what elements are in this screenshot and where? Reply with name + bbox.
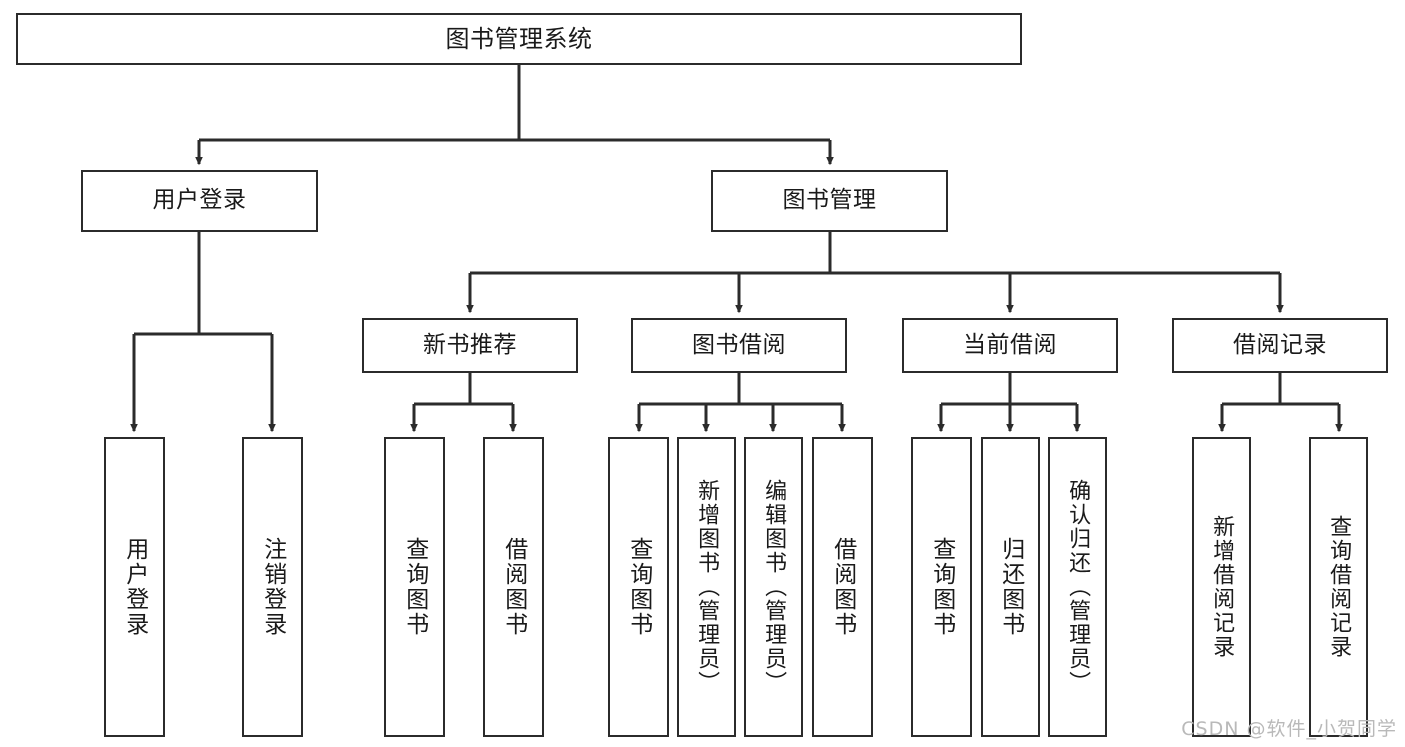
node-label: 新增图书（管理员）: [694, 479, 720, 695]
node-label: 图书借阅: [692, 331, 786, 358]
node-book-borrow[interactable]: 图书借阅: [631, 318, 847, 373]
node-label: 借阅图书: [500, 537, 527, 637]
leaf-query-book-1[interactable]: 查询图书: [384, 437, 445, 737]
leaf-confirm-return[interactable]: 确认归还（管理员）: [1048, 437, 1107, 737]
node-label: 归还图书: [997, 537, 1024, 637]
leaf-borrow-book-2[interactable]: 借阅图书: [812, 437, 873, 737]
leaf-logout[interactable]: 注销登录: [242, 437, 303, 737]
leaf-query-borrow-record[interactable]: 查询借阅记录: [1309, 437, 1368, 737]
node-label: 借阅图书: [829, 537, 856, 637]
node-book-management[interactable]: 图书管理: [711, 170, 948, 232]
node-new-book-recommend[interactable]: 新书推荐: [362, 318, 578, 373]
node-root-system[interactable]: 图书管理系统: [16, 13, 1022, 65]
node-label: 查询借阅记录: [1326, 515, 1352, 659]
node-label: 新增借阅记录: [1209, 515, 1235, 659]
csdn-watermark: CSDN @软件_小贺同学: [1181, 718, 1397, 740]
node-label: 用户登录: [152, 187, 247, 214]
node-label: 查询图书: [401, 537, 428, 637]
leaf-query-book-3[interactable]: 查询图书: [911, 437, 972, 737]
node-user-login[interactable]: 用户登录: [81, 170, 318, 232]
node-label: 新书推荐: [423, 331, 517, 358]
node-current-borrow[interactable]: 当前借阅: [902, 318, 1118, 373]
node-label: 查询图书: [625, 537, 652, 637]
node-label: 注销登录: [259, 537, 286, 637]
node-borrow-record[interactable]: 借阅记录: [1172, 318, 1388, 373]
node-label: 图书管理: [782, 187, 877, 214]
node-label: 图书管理系统: [445, 24, 593, 53]
leaf-add-borrow-record[interactable]: 新增借阅记录: [1192, 437, 1251, 737]
leaf-borrow-book-1[interactable]: 借阅图书: [483, 437, 544, 737]
node-label: 编辑图书（管理员）: [761, 479, 787, 695]
node-label: 用户登录: [121, 537, 148, 637]
node-label: 当前借阅: [963, 331, 1057, 358]
leaf-query-book-2[interactable]: 查询图书: [608, 437, 669, 737]
leaf-user-login[interactable]: 用户登录: [104, 437, 165, 737]
leaf-add-book[interactable]: 新增图书（管理员）: [677, 437, 736, 737]
node-label: 借阅记录: [1233, 331, 1327, 358]
node-label: 确认归还（管理员）: [1065, 479, 1091, 695]
leaf-edit-book[interactable]: 编辑图书（管理员）: [744, 437, 803, 737]
leaf-return-book[interactable]: 归还图书: [981, 437, 1040, 737]
node-label: 查询图书: [928, 537, 955, 637]
